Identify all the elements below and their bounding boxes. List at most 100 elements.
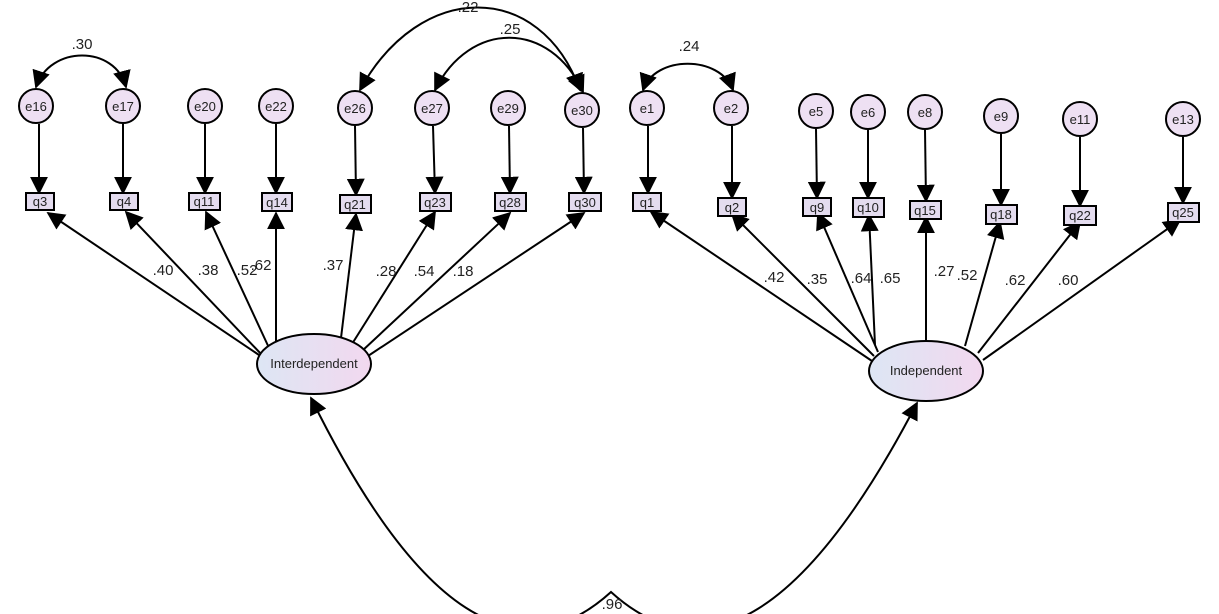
svg-text:q9: q9 — [810, 200, 824, 215]
error-covariance-curve — [434, 36, 585, 94]
loading-label: .54 — [414, 263, 435, 280]
error-e13: e13 — [1165, 101, 1201, 137]
latent-independent: Independent — [868, 340, 984, 402]
indicators: q3 q4 q11 q14 q21 q23 q28 q30 q1 q2 q9 q… — [25, 192, 1200, 226]
error-e9: e9 — [983, 98, 1019, 134]
error-e2: e2 — [713, 90, 749, 126]
error-e26: e26 — [337, 90, 373, 126]
error-e16: e16 — [18, 88, 54, 124]
svg-text:q4: q4 — [117, 194, 131, 209]
error-covariance-label: .24 — [679, 38, 700, 55]
loading-label: .52 — [957, 267, 978, 284]
svg-text:q21: q21 — [344, 197, 366, 212]
error-e17: e17 — [105, 88, 141, 124]
svg-text:Independent: Independent — [890, 363, 963, 378]
svg-text:e13: e13 — [1172, 112, 1194, 127]
indicator-q23: q23 — [419, 192, 452, 212]
error-e6: e6 — [850, 94, 886, 130]
svg-text:e30: e30 — [571, 103, 593, 118]
loading-label: .64 — [851, 270, 872, 287]
indicator-q1: q1 — [632, 192, 662, 212]
svg-text:q23: q23 — [424, 195, 446, 210]
loading-label: .35 — [807, 271, 828, 288]
svg-text:e17: e17 — [112, 99, 134, 114]
svg-text:q30: q30 — [574, 195, 596, 210]
error-covariance-curve — [359, 6, 583, 92]
svg-text:e9: e9 — [994, 109, 1008, 124]
svg-text:q1: q1 — [640, 195, 654, 210]
indicator-q2: q2 — [717, 197, 747, 217]
error-e1: e1 — [629, 90, 665, 126]
svg-text:e16: e16 — [25, 99, 47, 114]
svg-text:q10: q10 — [857, 200, 879, 215]
svg-text:q14: q14 — [266, 195, 288, 210]
svg-text:q11: q11 — [194, 194, 215, 209]
loading-label: .28 — [376, 263, 397, 280]
indicator-q21: q21 — [339, 194, 372, 214]
loading-label: .18 — [453, 263, 474, 280]
loading-label: .65 — [880, 270, 901, 287]
indicator-q9: q9 — [802, 197, 832, 217]
error-e30: e30 — [564, 92, 600, 128]
latent-interdependent: Interdependent — [256, 333, 372, 395]
svg-text:e20: e20 — [194, 99, 216, 114]
error-covariance-curve — [639, 62, 736, 92]
svg-text:e5: e5 — [809, 104, 823, 119]
indicator-q3: q3 — [25, 192, 55, 211]
error-paths — [30, 124, 1192, 208]
loading-label: .27 — [934, 263, 955, 280]
indicator-q25: q25 — [1167, 202, 1200, 223]
loading-labels: .40 .38 .52 .62 .37 .28 .54 .18 .42 .35 … — [153, 257, 1079, 289]
loading-label: .37 — [323, 257, 344, 274]
loading-paths-interdependent — [46, 210, 586, 358]
svg-text:q3: q3 — [33, 194, 47, 209]
latent-correlation-label: .96 — [602, 596, 623, 613]
error-terms: e16 e17 e20 e22 e26 e27 e29 e30 e1 e2 e5… — [18, 88, 1201, 137]
svg-text:e27: e27 — [421, 101, 443, 116]
loading-label: .60 — [1058, 272, 1079, 289]
svg-text:e8: e8 — [918, 105, 932, 120]
svg-text:q2: q2 — [725, 200, 739, 215]
svg-text:q25: q25 — [1172, 205, 1194, 220]
error-e20: e20 — [187, 88, 223, 124]
svg-text:q15: q15 — [914, 203, 936, 218]
svg-text:q18: q18 — [990, 207, 1012, 222]
svg-text:e1: e1 — [640, 101, 654, 116]
error-e27: e27 — [414, 90, 450, 126]
error-covariance-label: .22 — [458, 0, 479, 16]
error-e11: e11 — [1062, 101, 1098, 137]
loading-label: .38 — [198, 262, 219, 279]
error-e5: e5 — [798, 93, 834, 129]
error-covariance-label: .30 — [72, 36, 93, 53]
indicator-q18: q18 — [985, 204, 1018, 225]
indicator-q30: q30 — [568, 192, 602, 212]
svg-text:q28: q28 — [499, 195, 521, 210]
loading-label: .40 — [153, 262, 174, 279]
svg-text:e2: e2 — [724, 101, 738, 116]
error-e29: e29 — [490, 90, 526, 126]
svg-text:Interdependent: Interdependent — [270, 356, 358, 371]
svg-text:e11: e11 — [1070, 112, 1091, 127]
svg-text:e26: e26 — [344, 101, 366, 116]
error-covariance-curve — [32, 54, 131, 89]
svg-text:e29: e29 — [497, 101, 519, 116]
indicator-q14: q14 — [261, 192, 293, 212]
loading-paths-independent — [649, 210, 1182, 362]
loading-label: .52 — [237, 262, 258, 279]
svg-text:q22: q22 — [1069, 208, 1091, 223]
error-e8: e8 — [907, 94, 943, 130]
svg-text:e22: e22 — [265, 99, 287, 114]
loading-label: .42 — [764, 269, 785, 286]
latent-correlation-curve — [310, 396, 918, 614]
indicator-q4: q4 — [109, 192, 139, 211]
loading-label: .62 — [251, 257, 272, 274]
svg-text:e6: e6 — [861, 105, 875, 120]
indicator-q15: q15 — [909, 200, 942, 220]
error-covariance-label: .25 — [500, 21, 521, 38]
error-e22: e22 — [258, 88, 294, 124]
indicator-q11: q11 — [188, 192, 221, 211]
indicator-q28: q28 — [494, 192, 527, 212]
indicator-q10: q10 — [852, 197, 885, 218]
indicator-q22: q22 — [1063, 205, 1097, 226]
